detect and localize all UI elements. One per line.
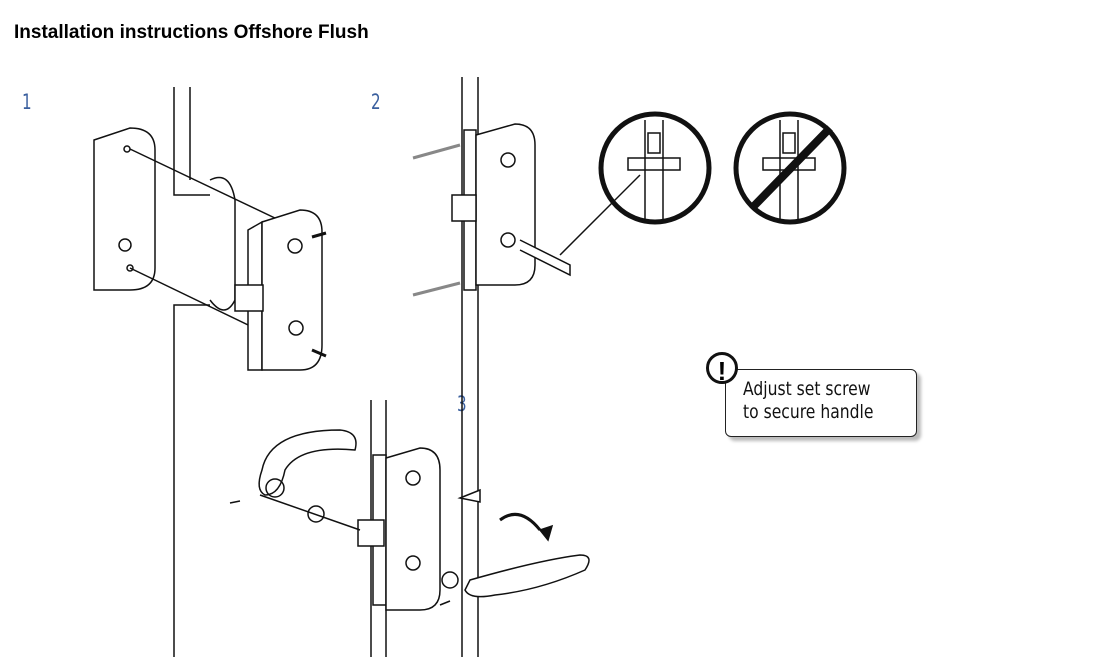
- step-2-number: 2: [371, 90, 381, 114]
- step-2-illustration: [412, 77, 847, 657]
- page-title: Installation instructions Offshore Flush: [14, 22, 369, 43]
- step-1-number: 1: [22, 90, 32, 114]
- note-callout: [725, 369, 917, 437]
- exclamation-icon: !: [706, 352, 738, 386]
- note-line-2: to secure handle: [743, 401, 874, 423]
- step-3-illustration: [229, 400, 590, 657]
- step-1-illustration: [93, 87, 327, 657]
- note-text: Adjust set screw to secure handle: [743, 378, 873, 424]
- note-line-1: Adjust set screw: [743, 378, 871, 400]
